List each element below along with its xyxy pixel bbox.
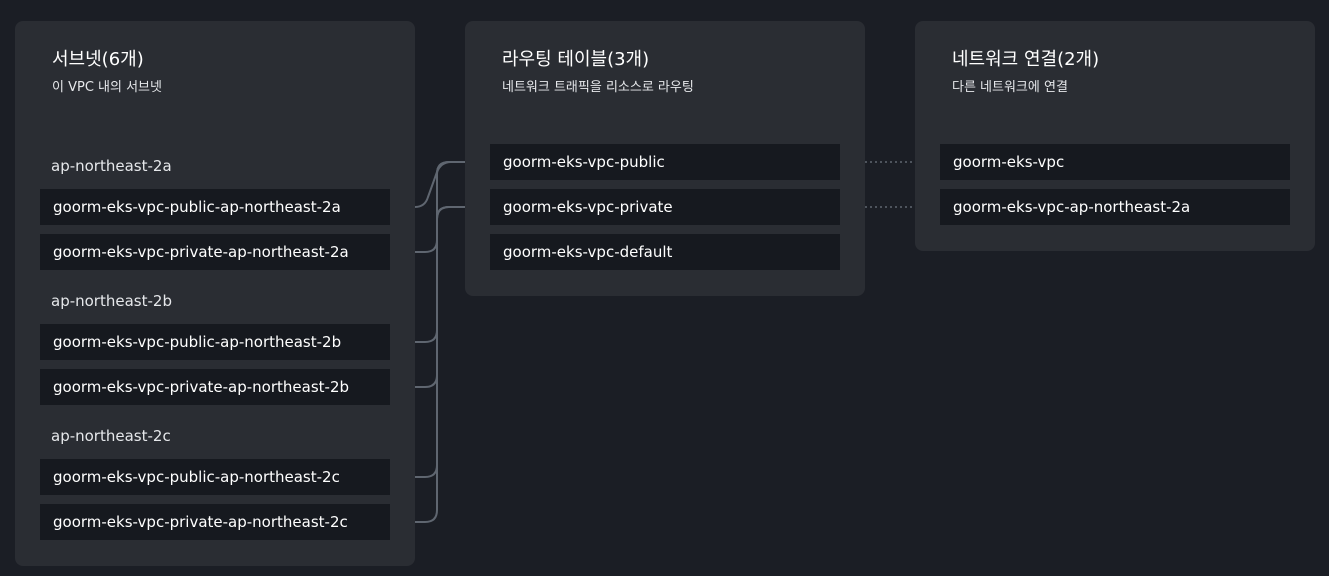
subnet-item[interactable]: goorm-eks-vpc-private-ap-northeast-2c bbox=[40, 504, 390, 540]
route-tables-subtitle: 네트워크 트래픽을 리소스로 라우팅 bbox=[502, 80, 694, 95]
network-connection-item[interactable]: goorm-eks-vpc bbox=[940, 144, 1290, 180]
route-tables-panel: 라우팅 테이블(3개) 네트워크 트래픽을 리소스로 라우팅 goorm-eks… bbox=[465, 21, 865, 296]
subnet-item[interactable]: goorm-eks-vpc-public-ap-northeast-2a bbox=[40, 189, 390, 225]
network-connections-subtitle: 다른 네트워크에 연결 bbox=[952, 80, 1068, 95]
az-label-2c: ap-northeast-2c bbox=[51, 427, 171, 445]
subnet-item[interactable]: goorm-eks-vpc-private-ap-northeast-2a bbox=[40, 234, 390, 270]
network-connections-panel: 네트워크 연결(2개) 다른 네트워크에 연결 goorm-eks-vpc go… bbox=[915, 21, 1315, 251]
az-label-2b: ap-northeast-2b bbox=[51, 292, 172, 310]
route-table-item[interactable]: goorm-eks-vpc-public bbox=[490, 144, 840, 180]
subnets-subtitle: 이 VPC 내의 서브넷 bbox=[52, 80, 162, 95]
route-table-item[interactable]: goorm-eks-vpc-default bbox=[490, 234, 840, 270]
subnet-item[interactable]: goorm-eks-vpc-public-ap-northeast-2c bbox=[40, 459, 390, 495]
subnets-title: 서브넷(6개) bbox=[52, 49, 144, 70]
subnet-item[interactable]: goorm-eks-vpc-private-ap-northeast-2b bbox=[40, 369, 390, 405]
route-table-item[interactable]: goorm-eks-vpc-private bbox=[490, 189, 840, 225]
subnet-item[interactable]: goorm-eks-vpc-public-ap-northeast-2b bbox=[40, 324, 390, 360]
network-connection-item[interactable]: goorm-eks-vpc-ap-northeast-2a bbox=[940, 189, 1290, 225]
az-label-2a: ap-northeast-2a bbox=[51, 157, 172, 175]
route-tables-title: 라우팅 테이블(3개) bbox=[502, 49, 650, 70]
network-connections-title: 네트워크 연결(2개) bbox=[952, 49, 1100, 70]
subnets-panel: 서브넷(6개) 이 VPC 내의 서브넷 ap-northeast-2a goo… bbox=[15, 21, 415, 566]
